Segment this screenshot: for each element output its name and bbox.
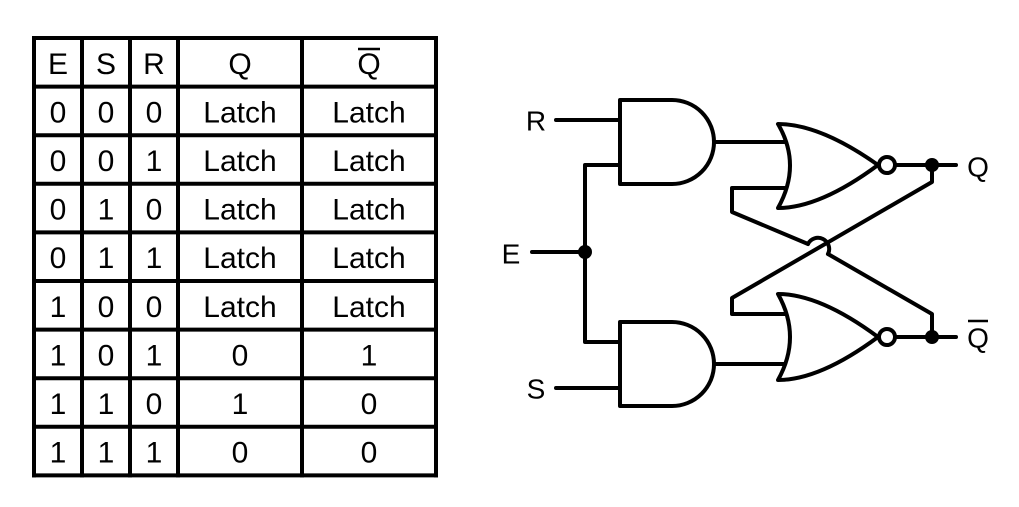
table-cell-q: Latch <box>203 194 276 227</box>
table-header-q-bar: Q <box>357 48 380 81</box>
table-cell-r: 0 <box>146 194 163 227</box>
nor-top-inversion-bubble <box>877 155 897 175</box>
wire-e-to-bottom-and <box>583 250 620 344</box>
table-cell-s: 1 <box>98 437 115 470</box>
table-cell-q-bar: 0 <box>361 388 378 421</box>
table-cell-e: 1 <box>50 339 67 372</box>
table-cell-q-bar: Latch <box>332 194 405 227</box>
table-header-q: Q <box>228 48 251 81</box>
nor-gate-top <box>776 122 880 210</box>
table-cell-q: 0 <box>232 437 249 470</box>
and-gate-bottom <box>618 320 716 408</box>
table-header-s: S <box>96 48 116 81</box>
table-cell-q: 1 <box>232 388 249 421</box>
input-label-r: R <box>526 106 546 137</box>
table-cell-r: 1 <box>146 437 163 470</box>
junction-e <box>578 245 592 259</box>
table-cell-e: 0 <box>50 194 67 227</box>
table-cell-s: 0 <box>98 145 115 178</box>
table-cell-e: 1 <box>50 437 67 470</box>
table-cell-q: Latch <box>203 242 276 275</box>
and-gate-top <box>618 98 716 186</box>
latch-circuit-diagram: R E S Q Q <box>502 98 989 408</box>
nor-bottom-inversion-bubble <box>877 327 897 347</box>
table-cell-r: 1 <box>146 242 163 275</box>
table-cell-r: 0 <box>146 388 163 421</box>
table-cell-q: Latch <box>203 96 276 129</box>
input-label-e: E <box>502 239 521 270</box>
table-cell-q-bar: 1 <box>361 339 378 372</box>
table-header-r: R <box>143 48 165 81</box>
table-cell-r: 0 <box>146 291 163 324</box>
table-cell-q-bar: Latch <box>332 242 405 275</box>
table-cell-q: Latch <box>203 291 276 324</box>
table-cell-q-bar: Latch <box>332 291 405 324</box>
table-cell-r: 1 <box>146 339 163 372</box>
table-cell-q-bar: Latch <box>332 96 405 129</box>
input-label-s: S <box>527 374 546 405</box>
table-grid <box>32 36 438 478</box>
wire-feedback-q-to-bottom-nor <box>730 163 934 316</box>
junction-q-bar <box>925 330 939 344</box>
table-cell-e: 1 <box>50 291 67 324</box>
table-cell-e: 0 <box>50 145 67 178</box>
table-cell-q-bar: 0 <box>361 437 378 470</box>
wire-feedback-q-bar-to-top-nor <box>730 186 810 246</box>
junction-q <box>925 158 939 172</box>
table-cell-s: 0 <box>98 96 115 129</box>
table-cell-q: Latch <box>203 145 276 178</box>
wire-e-to-top-and <box>583 163 620 254</box>
table-cell-e: 0 <box>50 96 67 129</box>
wire-feedback-crossover-hop <box>806 235 832 256</box>
table-header-e: E <box>48 48 68 81</box>
output-label-q-bar: Q <box>967 323 989 354</box>
table-cell-e: 0 <box>50 242 67 275</box>
output-label-q: Q <box>967 152 989 183</box>
table-cell-s: 1 <box>98 242 115 275</box>
table-cell-r: 1 <box>146 145 163 178</box>
table-cell-s: 0 <box>98 339 115 372</box>
table-cell-q-bar: Latch <box>332 145 405 178</box>
table-cell-q: 0 <box>232 339 249 372</box>
table-cell-s: 0 <box>98 291 115 324</box>
table-cell-s: 1 <box>98 388 115 421</box>
table-cell-e: 1 <box>50 388 67 421</box>
table-cell-s: 1 <box>98 194 115 227</box>
table-cell-r: 0 <box>146 96 163 129</box>
nor-gate-bottom <box>776 292 880 382</box>
wire-feedback-to-q-bar-output <box>826 252 934 337</box>
